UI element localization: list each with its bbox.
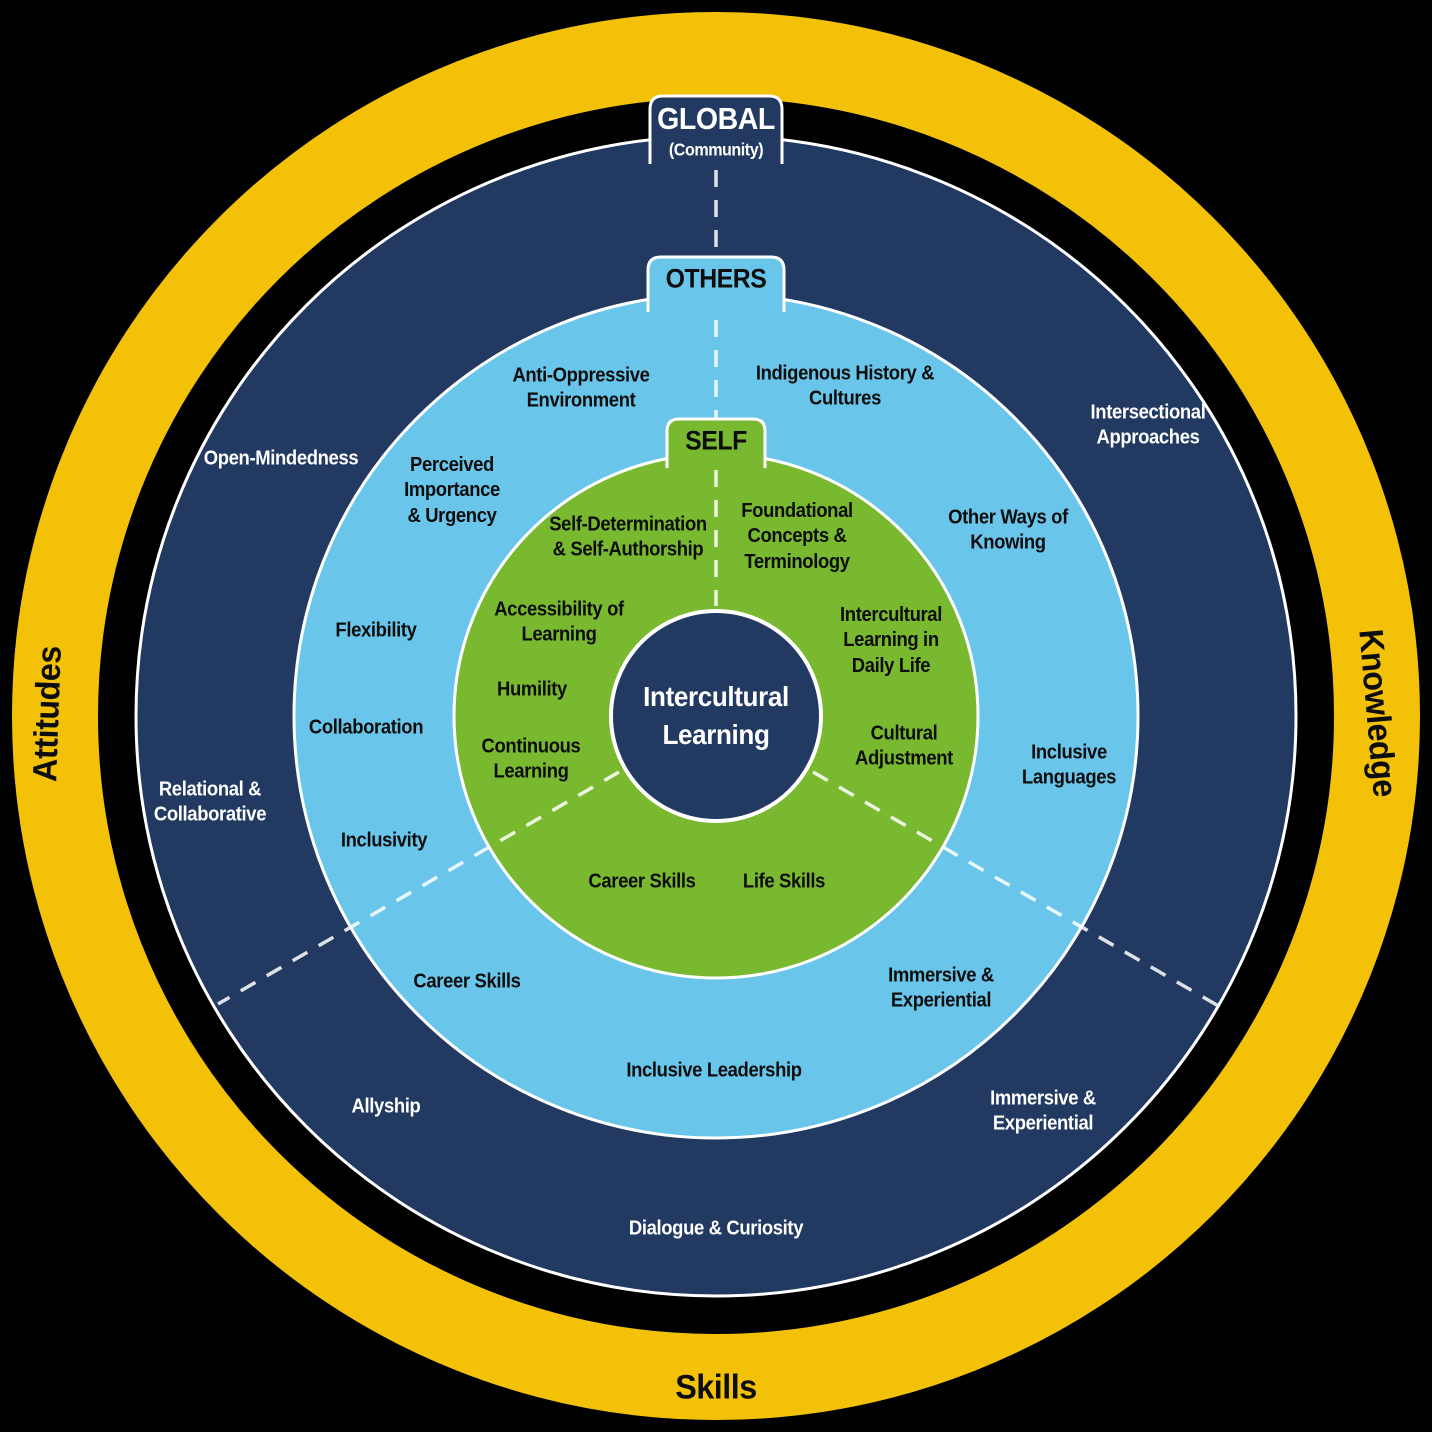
label-inclusive-languages: Inclusive Languages xyxy=(1021,740,1117,789)
tab-others-title: OTHERS xyxy=(665,263,767,294)
label-dialogue-curiosity: Dialogue & Curiosity xyxy=(628,1216,804,1240)
center-circle xyxy=(609,609,823,823)
label-accessibility-of-learning: Accessibility of Learning xyxy=(494,597,624,646)
tab-global xyxy=(648,94,784,164)
label-indigenous-history-cultures: Indigenous History & Cultures xyxy=(755,361,935,410)
ring-band-competencies xyxy=(12,12,1420,1420)
label-intercultural-learning-daily-life: Intercultural Learning in Daily Life xyxy=(840,602,942,677)
outer-label-attitudes: Attitudes xyxy=(26,645,69,783)
label-inclusive-leadership: Inclusive Leadership xyxy=(626,1058,802,1082)
label-humility: Humility xyxy=(497,677,567,701)
label-anti-oppressive-environment: Anti-Oppressive Environment xyxy=(512,363,650,412)
label-flexibility: Flexibility xyxy=(335,618,417,642)
label-continuous-learning: Continuous Learning xyxy=(481,734,581,783)
label-open-mindedness: Open-Mindedness xyxy=(203,446,359,470)
tab-self xyxy=(665,417,767,468)
label-cultural-adjustment: Cultural Adjustment xyxy=(855,721,953,770)
label-allyship: Allyship xyxy=(351,1094,421,1118)
label-career-skills-others: Career Skills xyxy=(413,969,521,993)
label-relational-collaborative: Relational & Collaborative xyxy=(153,777,267,826)
label-immersive-experiential-global: Immersive & Experiential xyxy=(990,1086,1096,1135)
label-collaboration: Collaboration xyxy=(308,715,424,739)
tab-self-title: SELF xyxy=(685,425,747,456)
tab-global-subtitle: (Community) xyxy=(668,139,764,160)
sector-divider-lower-right xyxy=(812,770,1223,1010)
label-other-ways-of-knowing: Other Ways of Knowing xyxy=(948,505,1068,554)
label-life-skills: Life Skills xyxy=(742,869,826,893)
outer-label-skills: Skills xyxy=(675,1368,757,1407)
label-career-skills-self: Career Skills xyxy=(588,869,696,893)
label-self-determination-authorship: Self-Determination & Self-Authorship xyxy=(549,512,707,561)
tab-global-title: GLOBAL xyxy=(657,101,775,136)
center-label: Intercultural Learning xyxy=(643,681,789,750)
label-intersectional-approaches: Intersectional Approaches xyxy=(1090,400,1206,449)
tab-others xyxy=(646,255,786,312)
label-inclusivity: Inclusivity xyxy=(340,828,428,852)
label-immersive-experiential-others: Immersive & Experiential xyxy=(888,963,994,1012)
label-perceived-importance-urgency: Perceived Importance & Urgency xyxy=(404,452,500,527)
label-foundational-concepts-terminology: Foundational Concepts & Terminology xyxy=(741,498,853,573)
